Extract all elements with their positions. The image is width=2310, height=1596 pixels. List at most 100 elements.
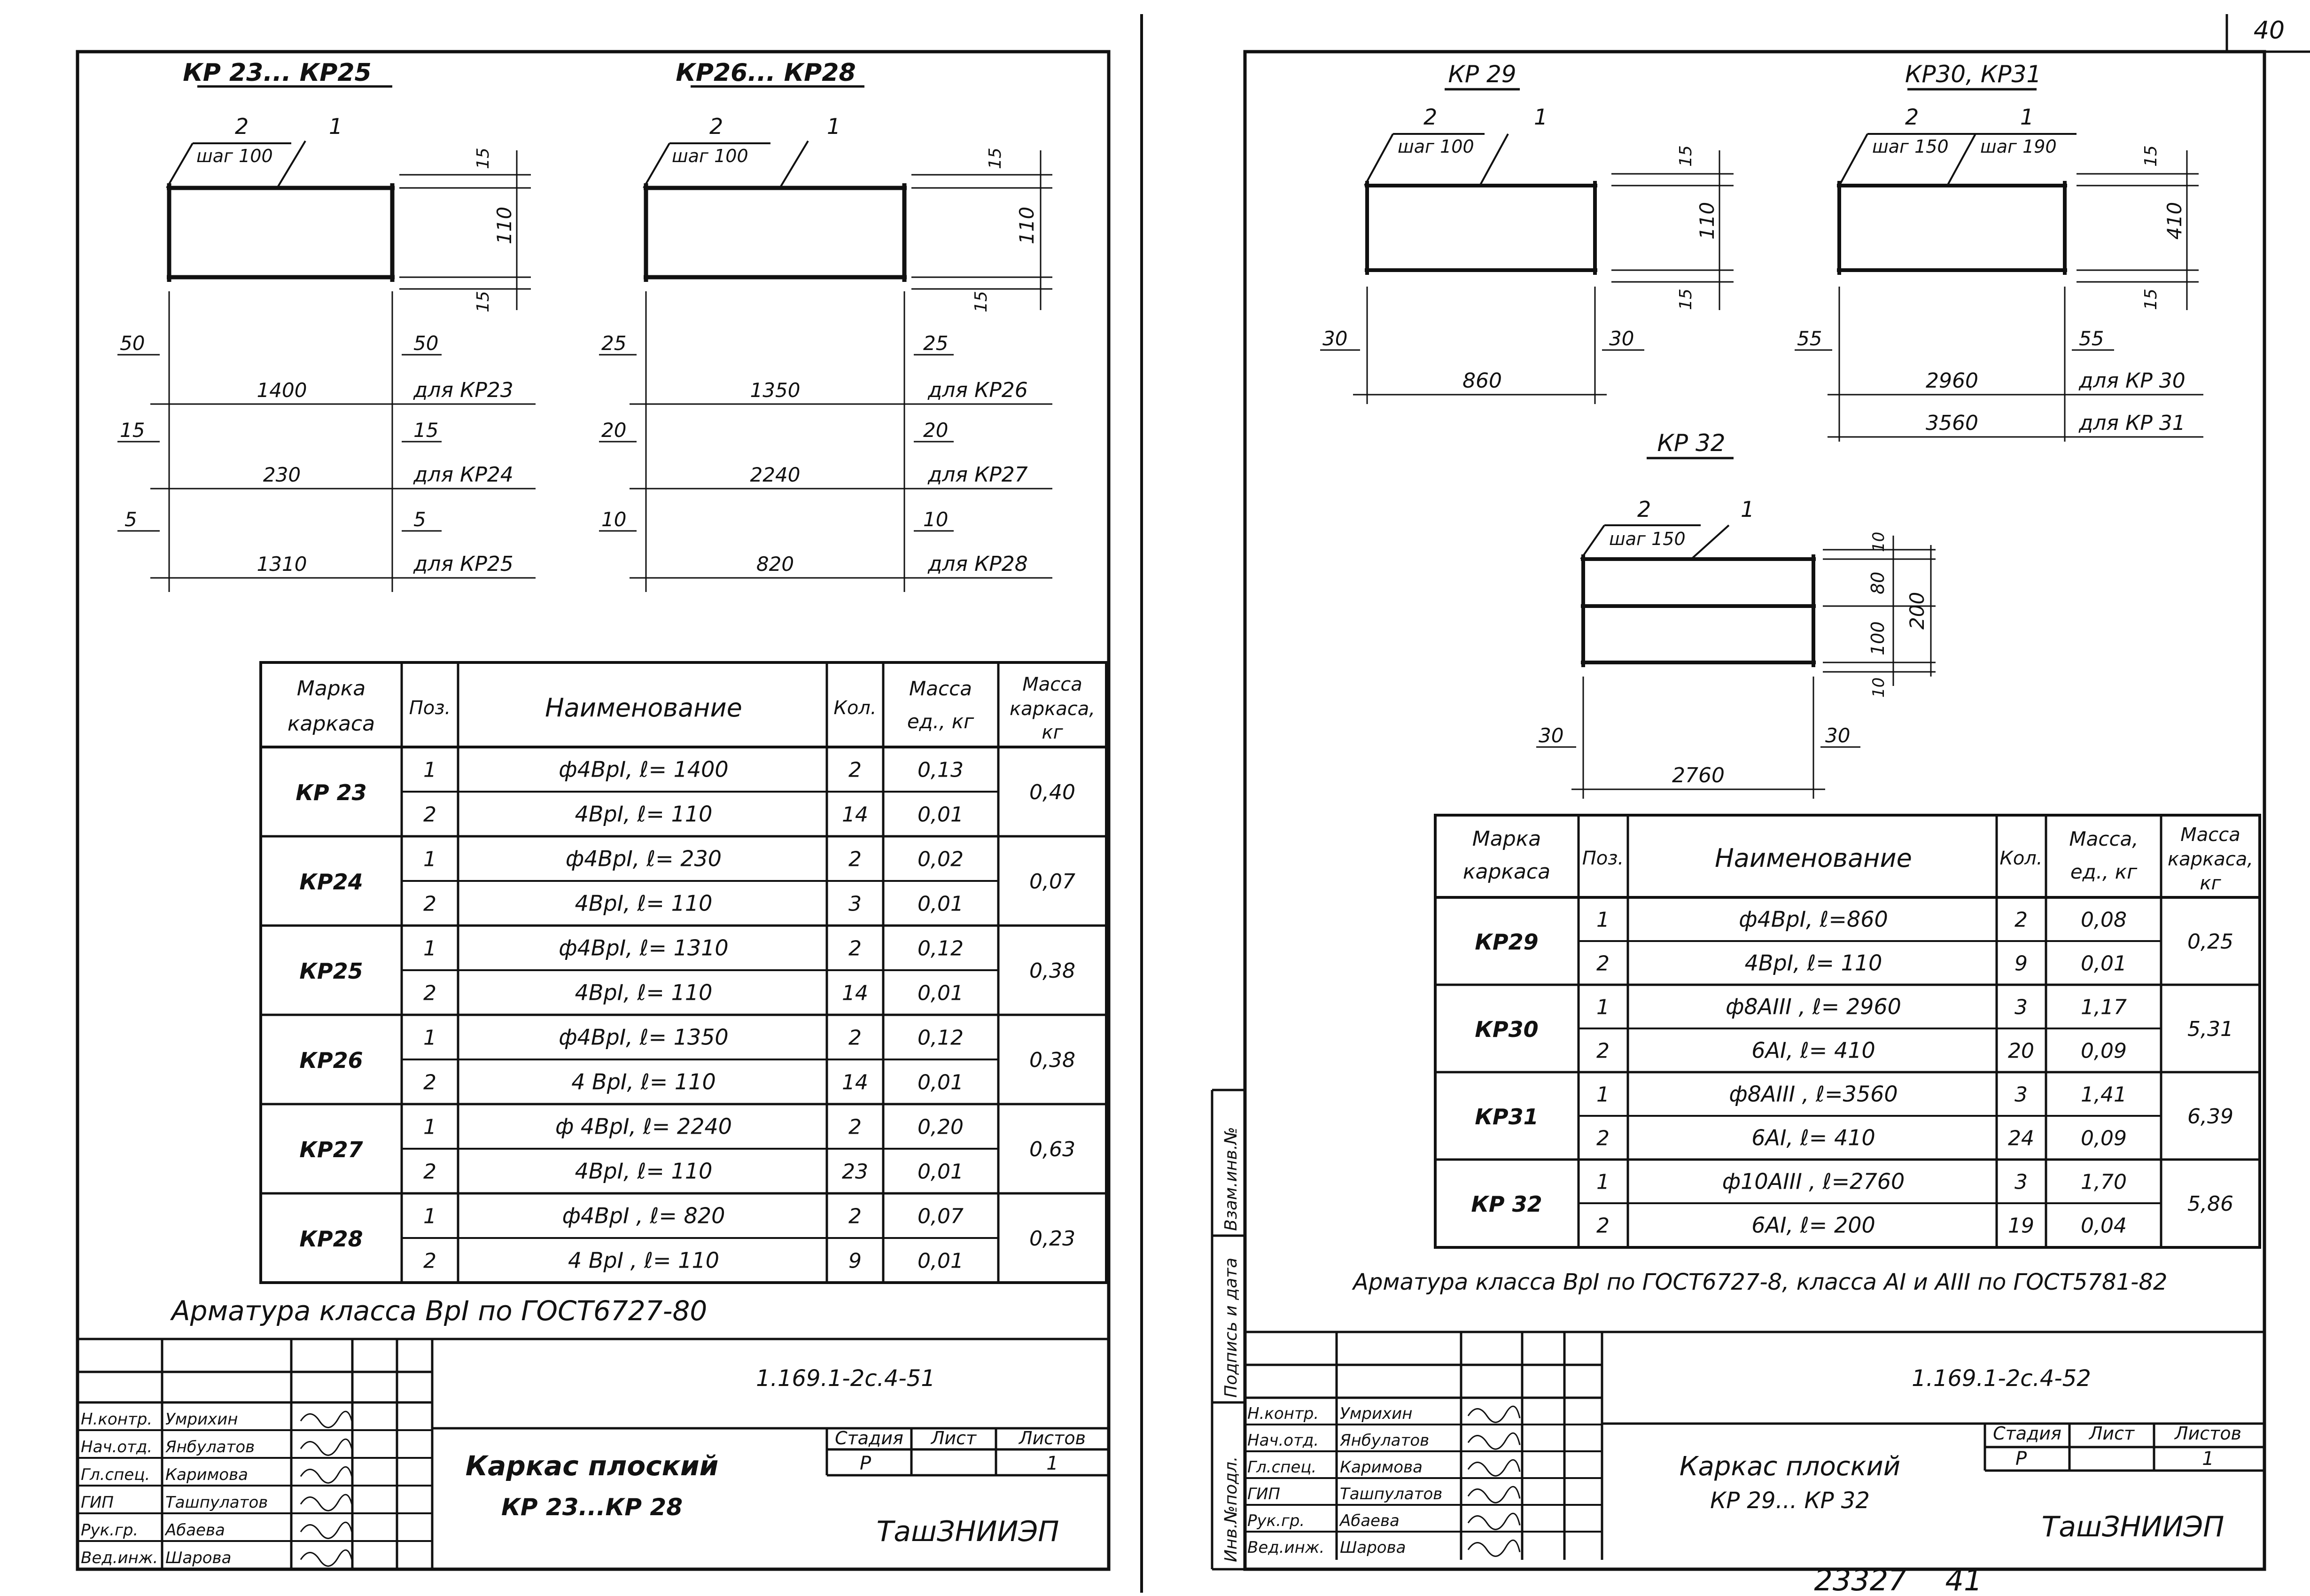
dim-bottom: 15	[474, 291, 493, 312]
side-dim-3: 5	[124, 508, 137, 531]
header-pos: Поз.	[1582, 848, 1624, 869]
row-name: 4ВрI, ℓ= 110	[575, 802, 713, 827]
position-1-label: 1	[1741, 497, 1754, 522]
note-dim-1: для КР23	[413, 378, 513, 402]
tb-name: Янбулатов	[165, 1438, 255, 1456]
right-title-block: 1.169.1-2с.4-52 Стадия Лист Листов Р 1 К…	[1245, 1331, 2264, 1560]
frame-mass: 6,39	[2187, 1105, 2233, 1129]
side-dim: 55	[1797, 327, 1822, 350]
signature	[1467, 1432, 1521, 1450]
row-name: ф8АIII , ℓ= 2960	[1726, 994, 1901, 1020]
row-name: ф4ВрI, ℓ= 1350	[559, 1025, 728, 1050]
dim-top: 15	[1676, 145, 1696, 167]
row-position: 2	[423, 1249, 436, 1273]
row-position: 1	[423, 937, 436, 961]
page-frame	[76, 14, 2310, 1593]
side-dim-r: 30	[1825, 724, 1850, 747]
tb-role: Н.контр.	[1247, 1404, 1319, 1423]
frame-mark: КР 23	[296, 780, 366, 805]
length-dim: 2760	[1672, 763, 1725, 787]
side-dim-3: 10	[601, 508, 626, 531]
side-dim-2: 15	[120, 419, 145, 442]
side-dim-3r: 10	[923, 508, 948, 531]
stamp-vzam-inv: Взам.инв.№	[1221, 1127, 1241, 1231]
step-label: шаг 150	[1609, 529, 1686, 549]
header-qty: Кол.	[833, 697, 876, 719]
position-2-label: 2	[1637, 497, 1651, 522]
frame-mass: 0,07	[1029, 870, 1075, 894]
position-2-label: 2	[1905, 104, 1919, 130]
position-1-label: 1	[827, 114, 840, 139]
signature	[300, 1494, 353, 1511]
row-qty: 2	[848, 937, 862, 961]
note-dim-2: для КР24	[413, 463, 513, 487]
tb-role: Рук.гр.	[81, 1521, 138, 1540]
row-qty: 9	[848, 1249, 862, 1273]
dim-top: 15	[474, 148, 493, 169]
tb-role: Гл.спец.	[81, 1465, 150, 1484]
row-qty: 2	[848, 1026, 862, 1050]
note-dim-1: для КР26	[927, 378, 1028, 402]
row-unit-mass: 0,01	[918, 981, 964, 1005]
side-dim-1: 25	[601, 332, 626, 355]
right-spec-table: Марка каркаса Поз. Наименование Кол. Мас…	[1434, 814, 2261, 1249]
note-dim-2: для КР27	[927, 463, 1028, 487]
header-frame-l2: каркаса,	[1010, 698, 1095, 720]
row-position: 2	[423, 892, 436, 916]
stage-value: Р	[2015, 1448, 2027, 1470]
header-qty: Кол.	[1999, 848, 2042, 869]
row-unit-mass: 1,41	[2081, 1083, 2127, 1107]
header-mark-l2: каркаса	[1463, 860, 1550, 884]
row-name: 4ВрI, ℓ= 110	[575, 1159, 713, 1184]
side-dim-1: 50	[120, 332, 145, 355]
frame-mass: 0,63	[1029, 1137, 1075, 1161]
note-dim-2: для КР 31	[2078, 411, 2186, 435]
header-unit-l1: Масса	[909, 677, 972, 700]
row-unit-mass: 0,01	[918, 1071, 964, 1095]
view-kr26-kr28: КР26... КР28 2 1 шаг 100 15 110 15	[599, 59, 1052, 592]
dim-10-bot: 10	[1869, 677, 1888, 698]
left-title-block: 1.169.1-2с.4-51 Стадия Лист Листов Р 1 К…	[78, 1338, 1109, 1569]
tb-name: Абаева	[164, 1521, 225, 1540]
row-position: 2	[1596, 1214, 1610, 1238]
view-title: КР30, КР31	[1905, 61, 2041, 88]
tb-role: Нач.отд.	[1247, 1431, 1319, 1450]
row-name: 6АI, ℓ= 410	[1751, 1038, 1875, 1063]
row-name: 4ВрI, ℓ= 110	[1745, 950, 1882, 976]
tb-name: Шарова	[1340, 1538, 1406, 1557]
tb-role: Рук.гр.	[1247, 1511, 1305, 1530]
tb-role: Н.контр.	[81, 1410, 152, 1429]
header-mark-l2: каркаса	[288, 712, 375, 736]
row-name: 6АI, ℓ= 410	[1751, 1125, 1875, 1151]
row-qty: 24	[2008, 1127, 2034, 1151]
step-a-label: шаг 150	[1872, 136, 1949, 157]
step-b-label: шаг 190	[1980, 136, 2057, 157]
step-label: шаг 100	[196, 146, 273, 166]
frame-mass: 5,86	[2187, 1192, 2233, 1216]
row-position: 1	[423, 1026, 436, 1050]
tb-name: Умрихин	[1340, 1404, 1413, 1423]
frame-mark: КР24	[299, 869, 363, 895]
view-kr32: КР 32 2 1 шаг 150 10 80 100	[1536, 429, 1936, 799]
dim-bottom: 15	[2141, 288, 2161, 310]
dim-height: 410	[2163, 202, 2186, 240]
note-dim-3: для КР28	[927, 552, 1028, 576]
dim-100: 100	[1867, 621, 1888, 655]
row-unit-mass: 0,01	[918, 803, 964, 827]
position-2-label: 2	[1423, 104, 1437, 130]
sheet-header: Лист	[2088, 1423, 2135, 1444]
row-qty: 3	[2014, 1083, 2028, 1107]
row-qty: 14	[842, 803, 868, 827]
row-position: 1	[1596, 1083, 1610, 1107]
row-position: 1	[1596, 996, 1610, 1020]
row-qty: 2	[848, 1205, 862, 1229]
header-frame-l3: кг	[1042, 722, 1063, 743]
row-qty: 14	[842, 981, 868, 1005]
dim-height: 110	[1696, 202, 1719, 240]
side-dim-2: 20	[601, 419, 626, 442]
sheets-header: Листов	[1018, 1428, 1086, 1448]
header-unit-l2: ед., кг	[2070, 860, 2138, 883]
row-qty: 3	[848, 892, 862, 916]
frame-mark: КР28	[299, 1226, 363, 1252]
